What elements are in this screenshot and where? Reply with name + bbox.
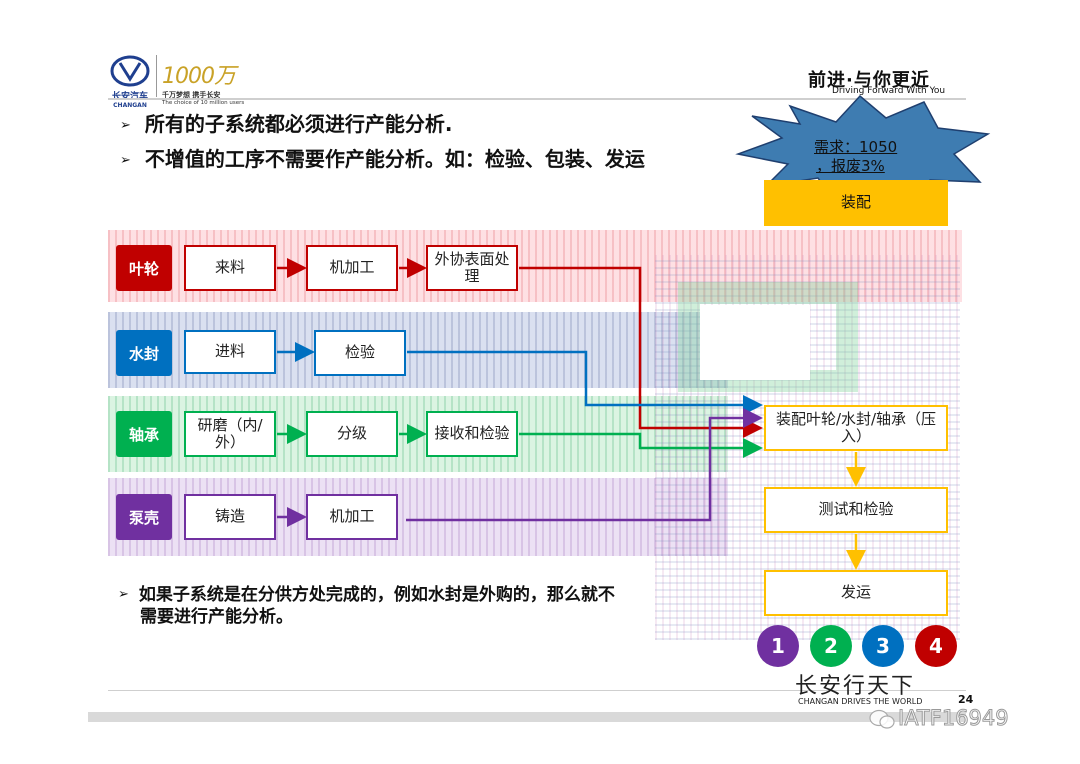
page-number: 24 — [958, 693, 974, 706]
step-impeller-machining: 机加工 — [306, 245, 398, 291]
note-bullet: ➢如果子系统是在分供方处完成的，例如水封是外购的，那么就不 需要进行产能分析。 — [118, 585, 615, 627]
step-housing-machining: 机加工 — [306, 494, 398, 540]
watermark-text: IATF16949 — [898, 706, 1010, 731]
step-seal-incoming: 进料 — [184, 330, 276, 374]
header-divider — [156, 55, 157, 97]
milestone-sub: 千万梦想 携手长安 — [162, 91, 221, 99]
step-bearing-receive: 接收和检验 — [426, 411, 518, 457]
circle-3: 3 — [862, 625, 904, 667]
arrow-bearing-to-assembly — [519, 432, 763, 458]
step-bearing-grinding: 研磨（内/外） — [184, 411, 276, 457]
arrow-impeller-to-assembly — [519, 266, 763, 438]
note-line-2: 需要进行产能分析。 — [140, 607, 293, 627]
step-test-inspection: 测试和检验 — [764, 487, 948, 533]
step-housing-casting: 铸造 — [184, 494, 276, 540]
header-rule — [108, 98, 966, 100]
step-seal-inspection: 检验 — [314, 330, 406, 376]
arrow-seal-to-assembly — [407, 350, 763, 415]
tag-seal: 水封 — [116, 330, 172, 376]
changan-logo: 长安汽车 CHANGAN — [108, 55, 152, 109]
footer-rule — [108, 690, 966, 691]
bullet-2: ➢不增值的工序不需要作产能分析。如：检验、包装、发运 — [120, 147, 645, 171]
logo-brand-text: 长安汽车 — [111, 92, 148, 102]
step-impeller-incoming: 来料 — [184, 245, 276, 291]
circle-1: 1 — [757, 625, 799, 667]
footer-bar — [88, 712, 966, 722]
tag-bearing: 轴承 — [116, 411, 172, 457]
milestone-text: 1000万 — [162, 64, 236, 89]
tag-housing: 泵壳 — [116, 494, 172, 540]
arrow-housing-to-assembly — [406, 408, 763, 522]
tag-impeller: 叶轮 — [116, 245, 172, 291]
step-assembly: 装配叶轮/水封/轴承（压入） — [764, 405, 948, 451]
assembly-header: 装配 — [764, 180, 948, 226]
band-white-center — [700, 305, 810, 380]
milestone-sub-en: The choice of 10 million users — [162, 100, 245, 106]
milestone-logo: 1000万 千万梦想 携手长安 The choice of 10 million… — [162, 58, 252, 106]
bullet-1-text: 所有的子系统都必须进行产能分析. — [144, 112, 453, 136]
bullet-1: ➢所有的子系统都必须进行产能分析. — [120, 112, 453, 136]
callout-line-2: ，报废3% — [816, 157, 885, 175]
band-green-loop — [678, 282, 858, 392]
wechat-icon — [868, 708, 896, 730]
circle-4: 4 — [915, 625, 957, 667]
circle-2: 2 — [810, 625, 852, 667]
note-line-1: 如果子系统是在分供方处完成的，例如水封是外购的，那么就不 — [138, 585, 615, 605]
footer-brand-en: CHANGAN DRIVES THE WORLD — [798, 697, 923, 706]
slogan: 前进·与你更近 — [808, 70, 930, 91]
bullet-2-text: 不增值的工序不需要作产能分析。如：检验、包装、发运 — [144, 147, 645, 171]
slogan-en: Driving Forward With You — [832, 86, 946, 96]
logo-brand-en: CHANGAN — [113, 102, 147, 109]
step-shipping: 发运 — [764, 570, 948, 616]
footer-brand-cn: 长安行天下 — [795, 674, 916, 699]
step-impeller-surface: 外协表面处理 — [426, 245, 518, 291]
step-bearing-grading: 分级 — [306, 411, 398, 457]
callout-line-1: 需求：1050 — [814, 138, 898, 156]
